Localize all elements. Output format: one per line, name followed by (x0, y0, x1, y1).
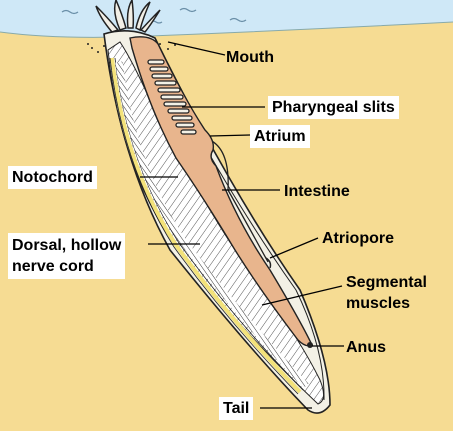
label-atrium: Atrium (250, 125, 310, 148)
water-surface-line (0, 21, 453, 38)
label-tail: Tail (219, 397, 254, 420)
notochord (115, 61, 309, 389)
label-dorsal-line2: nerve cord (12, 258, 94, 275)
leader-lines (140, 41, 344, 409)
nerve-cord (110, 57, 302, 394)
label-dorsal-hollow-nerve-cord: Dorsal, hollow nerve cord (8, 233, 126, 279)
label-mouth: Mouth (226, 49, 274, 66)
pharyngeal-slits (147, 59, 197, 135)
label-segmental-muscles: Segmental muscles (342, 270, 431, 316)
atriopore (265, 257, 272, 269)
label-segmental-line1: Segmental (346, 274, 427, 291)
label-notochord: Notochord (8, 166, 97, 189)
label-atriopore: Atriopore (322, 230, 394, 247)
label-segmental-line2: muscles (346, 295, 411, 312)
label-pharyngeal-slits: Pharyngeal slits (268, 96, 399, 119)
label-dorsal-line1: Dorsal, hollow (12, 237, 122, 254)
anus-opening (307, 342, 313, 348)
label-anus: Anus (346, 339, 386, 356)
gut (129, 36, 313, 347)
label-intestine: Intestine (284, 183, 350, 200)
oral-cirri (95, 0, 161, 33)
